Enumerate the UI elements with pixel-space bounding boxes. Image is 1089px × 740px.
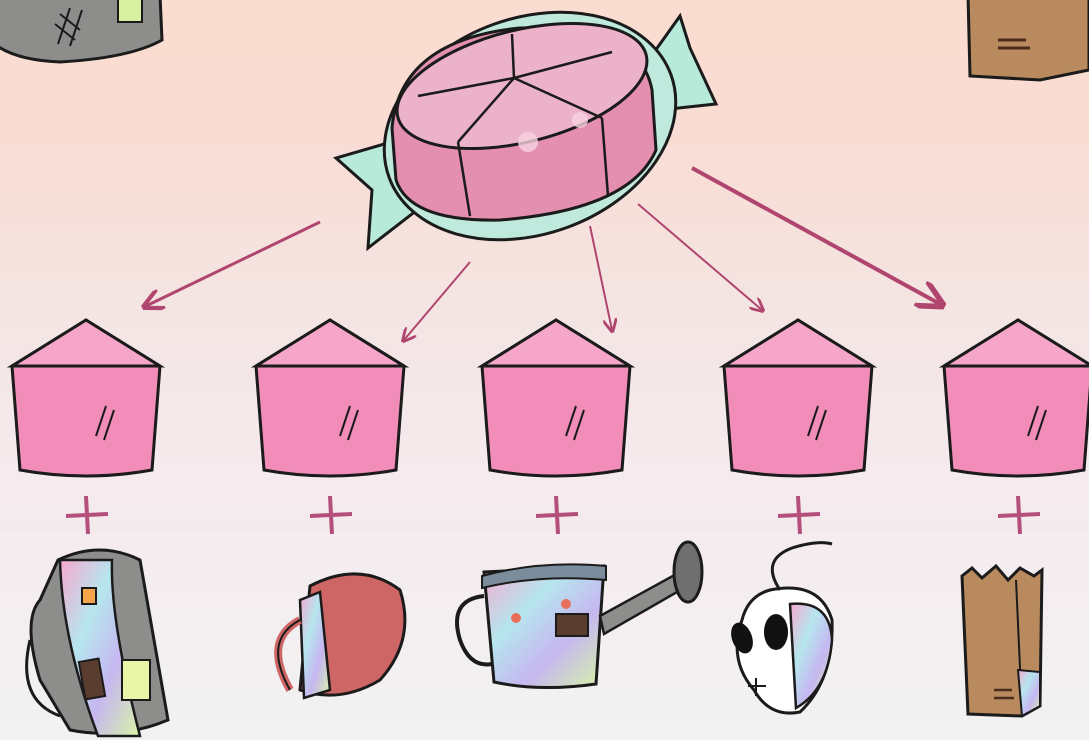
purse-icon <box>274 572 407 700</box>
candy-slice <box>250 318 410 478</box>
paper-bag-icon <box>960 563 1044 718</box>
candy-slice <box>6 318 166 478</box>
arrow-to-paper-bag <box>691 166 940 304</box>
candy-wheel <box>332 10 719 252</box>
pillow-icon <box>0 0 164 64</box>
candy-slice <box>476 318 636 478</box>
candy-slice <box>718 318 878 478</box>
plus-sign <box>777 495 821 535</box>
plus-sign <box>309 495 353 535</box>
background-band <box>0 520 1089 532</box>
candy-slice <box>938 318 1089 478</box>
paper-bag-icon <box>966 0 1089 82</box>
plus-sign <box>535 495 579 535</box>
backpack-icon <box>25 548 170 738</box>
skull-bag-icon <box>731 541 834 715</box>
arrow-to-purse <box>404 261 471 340</box>
watering-can-icon <box>455 540 704 690</box>
plus-sign <box>997 495 1041 535</box>
arrow-to-watering-can <box>589 225 612 330</box>
arrows <box>146 166 940 340</box>
arrow-to-skull-bag <box>637 203 762 310</box>
plus-sign <box>65 495 109 535</box>
arrow-to-backpack <box>146 220 321 306</box>
candy-slice-lines <box>417 33 613 217</box>
